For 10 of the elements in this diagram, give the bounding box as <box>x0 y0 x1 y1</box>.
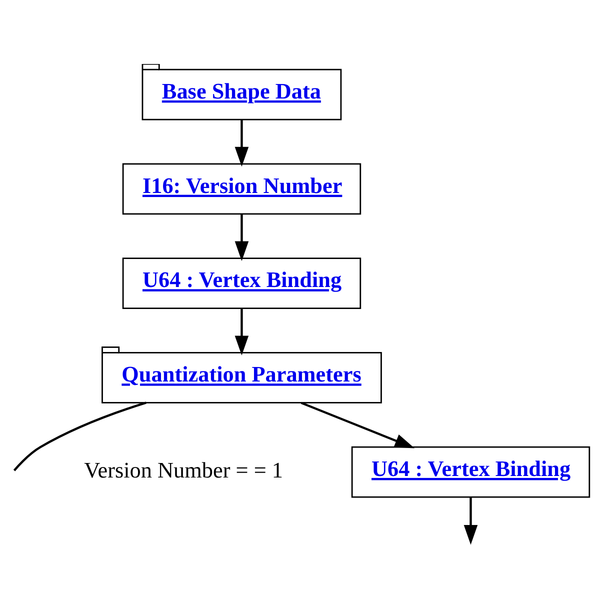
node-box: U64 : Vertex Binding <box>351 446 590 498</box>
node-box: U64 : Vertex Binding <box>122 258 362 309</box>
connector <box>13 402 146 472</box>
label: Version Number = = 1 <box>84 457 284 482</box>
arrow <box>300 402 415 448</box>
arrow <box>464 497 478 545</box>
arrow <box>234 308 249 356</box>
arrow <box>234 214 249 262</box>
arrow <box>234 120 249 167</box>
node-box: I16: Version Number <box>122 163 362 215</box>
